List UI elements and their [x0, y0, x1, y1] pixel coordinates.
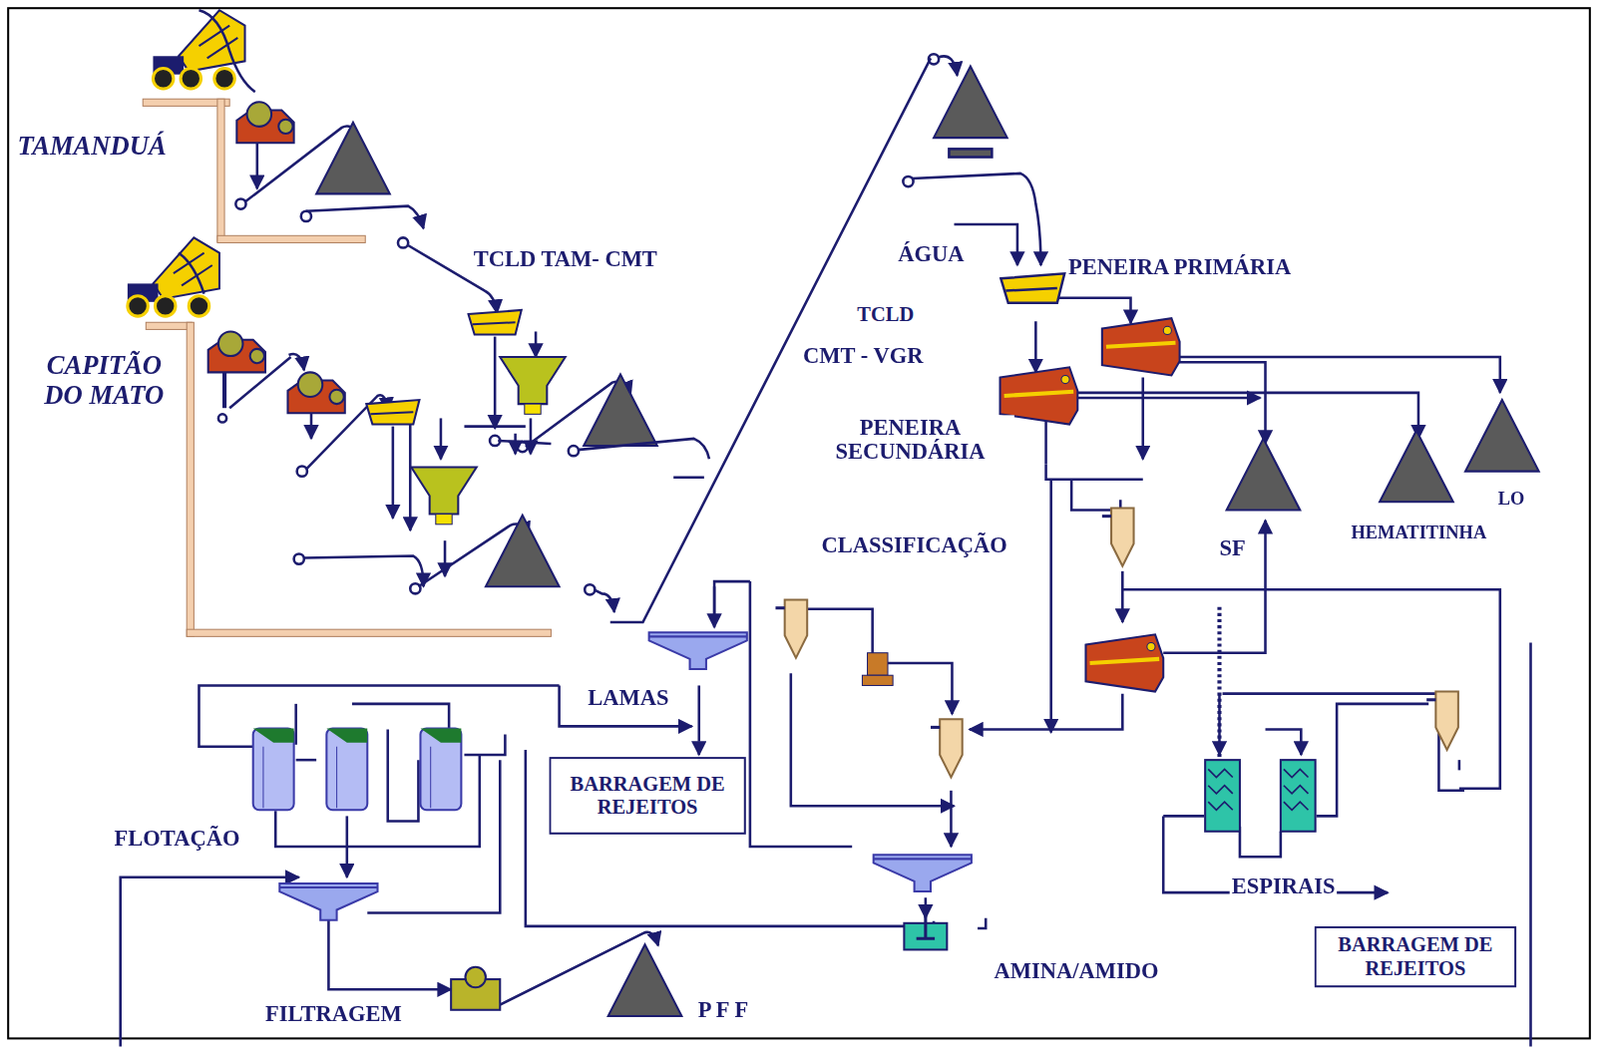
stage-label: LO	[1496, 489, 1528, 510]
stage-label: CMT - VGR	[800, 344, 926, 370]
tailings-box: BARRAGEM DE REJEITOS	[1314, 926, 1518, 988]
stage-label: AMINA/AMIDO	[991, 959, 1161, 985]
box-text: BARRAGEM DE REJEITOS	[1316, 933, 1515, 981]
stage-label: TCLD	[854, 303, 916, 327]
stage-label: CAPITÃO DO MATO	[30, 352, 178, 411]
stage-label: FILTRAGEM	[263, 1002, 404, 1028]
stage-label: FLOTAÇÃO	[112, 826, 243, 852]
stage-label: SF	[1216, 535, 1247, 561]
stage-label: ESPIRAIS	[1229, 874, 1338, 900]
stage-label: LAMAS	[585, 685, 671, 711]
stage-label: ÁGUA	[895, 241, 966, 267]
tailings-box: BARRAGEM DE REJEITOS	[548, 757, 746, 835]
stage-label: CLASSIFICAÇÃO	[818, 533, 1009, 559]
stage-label: HEMATITINHA	[1348, 523, 1489, 544]
stage-label: PENEIRA PRIMÁRIA	[1066, 255, 1293, 281]
box-text: BARRAGEM DE REJEITOS	[550, 772, 744, 819]
stage-label: P F F	[696, 997, 752, 1023]
stage-label: PENEIRA SECUNDÁRIA	[805, 414, 1015, 464]
stage-label: TAMANDUÁ	[14, 132, 168, 162]
stage-label: TCLD TAM- CMT	[471, 247, 660, 273]
